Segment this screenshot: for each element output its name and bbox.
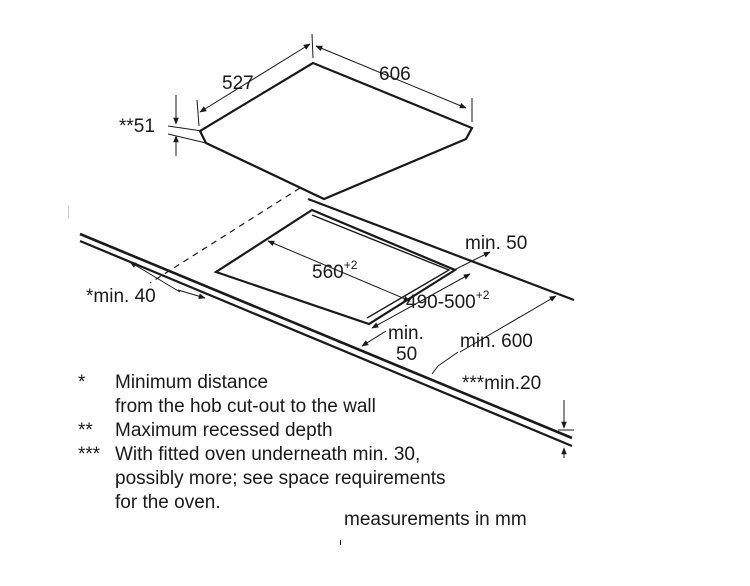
recessed-depth-label: **51 (119, 116, 155, 137)
hob-width-dimension: 606 (315, 45, 473, 122)
legend: * Minimum distance from the hob cut-out … (78, 371, 446, 515)
wall-distance-label: *min. 40 (86, 286, 156, 307)
faint-mark (68, 205, 69, 219)
worktop-depth-label: min. 600 (460, 331, 533, 352)
cutout-depth-label: 490-500 (406, 292, 476, 313)
legend-mark: *** (78, 444, 101, 465)
worktop-thickness-label: ***min.20 (462, 373, 541, 394)
front-clearance-min: min. (388, 323, 424, 344)
rear-clearance-dimension: min. 50 (453, 233, 527, 271)
legend-text: Maximum recessed depth (115, 420, 333, 441)
legend-text: from the hob cut-out to the wall (115, 396, 376, 417)
cutout-depth-tolerance: +2 (476, 288, 490, 302)
worktop-thickness-dimension: ***min.20 (462, 373, 574, 458)
svg-text:490-500+2: 490-500+2 (406, 288, 490, 313)
cutout-width-tolerance: +2 (344, 258, 358, 272)
worktop (79, 197, 575, 448)
hob-depth-label: 527 (222, 73, 254, 94)
projection-line (149, 187, 301, 284)
front-clearance-dimension: min. 50 (337, 323, 424, 365)
cutout-width-label: 560 (312, 262, 344, 283)
legend-mark: * (78, 372, 86, 393)
legend-item: *** With fitted oven underneath min. 30,… (78, 443, 446, 515)
svg-text:560+2: 560+2 (312, 258, 358, 283)
legend-text: possibly more; see space requirements (115, 468, 446, 489)
legend-item: ** Maximum recessed depth (78, 419, 446, 443)
legend-item: * Minimum distance from the hob cut-out … (78, 371, 446, 419)
wall-distance-dimension: *min. 40 (86, 261, 206, 307)
legend-text: Minimum distance (115, 372, 269, 393)
cutout-depth-dimension: 490-500+2 (371, 273, 490, 329)
tick-mark (340, 540, 341, 545)
rear-clearance-label: min. 50 (465, 233, 527, 254)
hob-width-label: 606 (379, 64, 411, 85)
units-note: measurements in mm (344, 509, 527, 530)
hob-depth-dimension: 527 (196, 33, 314, 127)
front-clearance-value: 50 (396, 344, 417, 365)
legend-mark: ** (78, 420, 93, 441)
worktop-depth-dimension: min. 600 (431, 295, 557, 375)
legend-text: for the oven. (115, 492, 221, 513)
legend-text: With fitted oven underneath min. 30, (115, 444, 421, 465)
recessed-depth-dimension: **51 (119, 95, 207, 156)
cutout-width-dimension: 560+2 (267, 240, 411, 302)
